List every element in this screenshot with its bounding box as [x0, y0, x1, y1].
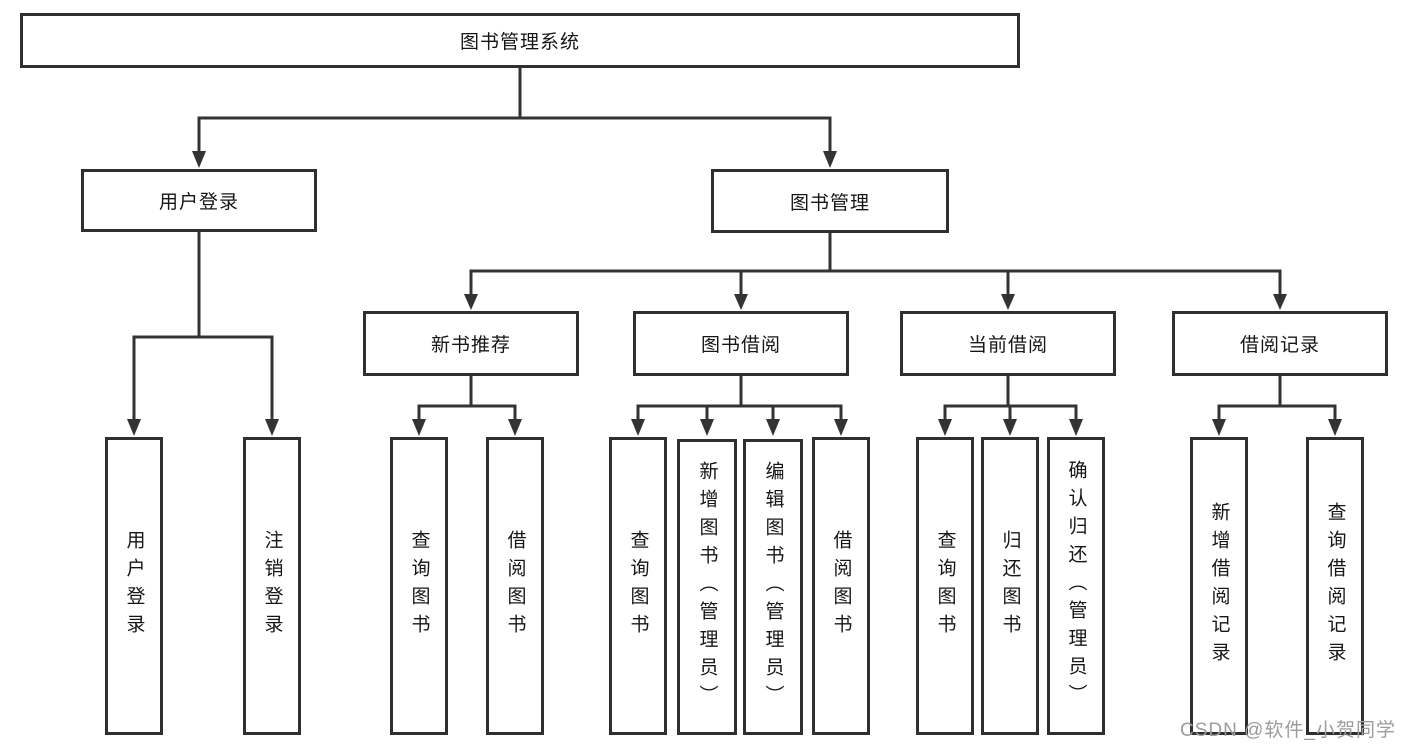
node-book-management: 图书管理 [711, 169, 949, 233]
node-root: 图书管理系统 [20, 13, 1020, 68]
node-user-login: 用户登录 [81, 169, 317, 232]
leaf-recommend-query-book: 查询图书 [390, 437, 448, 735]
leaf-logout: 注销登录 [243, 437, 301, 735]
node-book-borrow: 图书借阅 [633, 311, 849, 376]
leaf-user-login: 用户登录 [105, 437, 163, 735]
leaf-borrow-query-book: 查询图书 [609, 437, 667, 735]
leaf-borrow-add-book: 新增图书（管理员） [677, 439, 737, 735]
leaf-record-add: 新增借阅记录 [1190, 437, 1248, 735]
leaf-current-return-book: 归还图书 [981, 437, 1039, 735]
csdn-watermark: CSDN @软件_小贺同学 [1180, 720, 1396, 741]
leaf-current-confirm-return: 确认归还（管理员） [1047, 437, 1105, 735]
leaf-current-query-book: 查询图书 [916, 437, 974, 735]
leaf-record-query: 查询借阅记录 [1306, 437, 1364, 735]
arrowheads [127, 151, 1342, 436]
node-new-book-recommend: 新书推荐 [363, 311, 579, 376]
leaf-recommend-borrow-book: 借阅图书 [486, 437, 544, 735]
node-current-borrow: 当前借阅 [900, 311, 1116, 376]
leaf-borrow-borrow-book: 借阅图书 [812, 437, 870, 735]
node-borrow-record: 借阅记录 [1172, 311, 1388, 376]
leaf-borrow-edit-book: 编辑图书（管理员） [743, 439, 803, 735]
